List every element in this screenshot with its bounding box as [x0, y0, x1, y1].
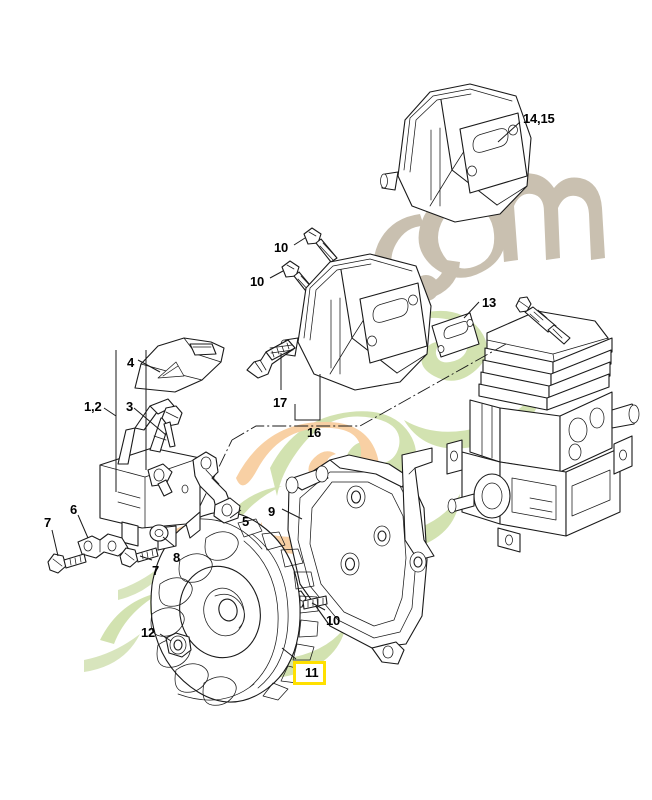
callout-10-a: 10	[274, 240, 289, 255]
leader-9	[281, 508, 303, 520]
part-screw-10-a	[303, 227, 338, 263]
leader-4	[137, 359, 161, 373]
callout-10-c: 10	[326, 613, 341, 628]
leader-12	[159, 633, 172, 642]
part-clamp-plate	[77, 533, 129, 559]
assembly-centerline	[231, 343, 507, 441]
callout-17: 17	[273, 395, 288, 410]
leader-14-15	[497, 121, 521, 143]
callout-7-b: 7	[152, 563, 160, 578]
part-engine-assembly	[446, 296, 640, 553]
callout-13: 13	[482, 295, 497, 310]
part-bracket-lever	[192, 451, 241, 524]
part-screw-7-a	[47, 553, 87, 574]
part-screw-7-b	[119, 547, 159, 568]
leader-11	[281, 647, 297, 660]
callout-9: 9	[268, 504, 276, 519]
callout-4: 4	[127, 355, 135, 370]
callout-10-b: 10	[250, 274, 265, 289]
leader-13	[463, 301, 480, 319]
leader-5	[229, 509, 242, 519]
part-ignition-module	[99, 398, 201, 551]
callout-12: 12	[141, 625, 156, 640]
part-muffler-lower	[280, 253, 432, 391]
leader-3	[133, 407, 167, 436]
part-fan-housing	[285, 447, 435, 665]
part-gasket-13	[431, 312, 480, 358]
callout-5: 5	[242, 514, 250, 529]
part-flywheel	[150, 511, 319, 706]
leader-6	[77, 514, 89, 539]
part-nut-12	[165, 632, 192, 658]
part-cover-cap	[134, 337, 225, 393]
callout-11-highlighted[interactable]: 11	[293, 661, 327, 685]
callout-7-a: 7	[44, 515, 52, 530]
part-screw-3	[161, 405, 183, 448]
callout-8: 8	[173, 550, 181, 565]
callout-6: 6	[70, 502, 78, 517]
leader-8	[162, 536, 175, 547]
callout-14-15: 14,15	[523, 111, 555, 126]
callout-1-2: 1,2	[84, 399, 102, 414]
part-muffler-upper	[380, 83, 532, 223]
part-spark-arrester	[246, 339, 296, 379]
callout-16: 16	[307, 425, 322, 440]
bracket-16	[294, 374, 321, 421]
callout-3: 3	[126, 399, 134, 414]
part-spark-plug	[515, 296, 571, 345]
